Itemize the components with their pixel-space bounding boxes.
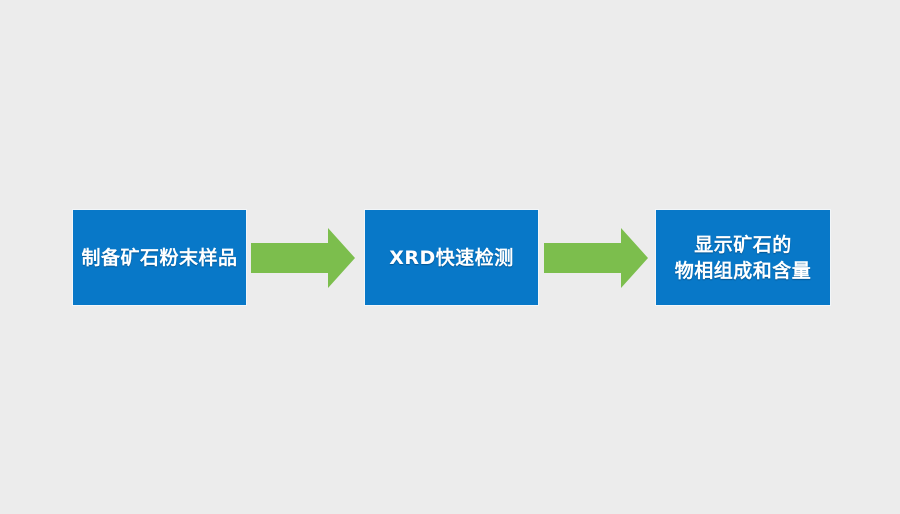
- process-step-label-2: XRD快速检测: [389, 246, 514, 269]
- process-step-box-2[interactable]: XRD快速检测: [364, 209, 539, 306]
- process-step-box-3[interactable]: 显示矿石的 物相组成和含量: [655, 209, 831, 306]
- process-step-label-1: 制备矿石粉末样品: [81, 246, 238, 269]
- process-step-label-3: 显示矿石的 物相组成和含量: [674, 233, 812, 282]
- right-block-arrow-icon-1: [251, 226, 355, 290]
- arrow-polygon: [251, 228, 355, 288]
- right-block-arrow-shape-1: [251, 228, 355, 288]
- right-block-arrow-shape-2: [544, 228, 648, 288]
- process-step-box-1[interactable]: 制备矿石粉末样品: [72, 209, 247, 306]
- right-block-arrow-icon-2: [544, 226, 648, 290]
- arrow-polygon: [544, 228, 648, 288]
